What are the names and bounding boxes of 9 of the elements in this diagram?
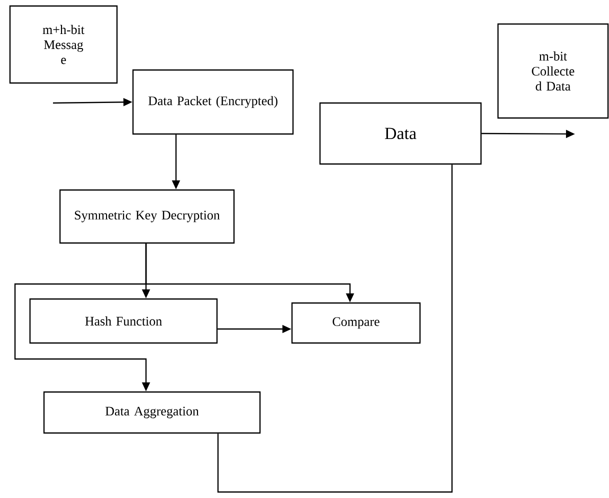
connector-line [217,164,453,493]
process-box: Data Packet (Encrypted) [132,69,294,135]
process-box: Symmetric Key Decryption [59,189,235,244]
process-box: Hash Function [29,298,218,344]
data-box: Data [319,102,482,165]
process-box: Data Aggregation [43,391,261,434]
message-box: m+h-bit Messag e [9,5,118,84]
output-box: m-bit Collecte d Data [497,23,609,119]
process-box: Compare [291,302,421,344]
